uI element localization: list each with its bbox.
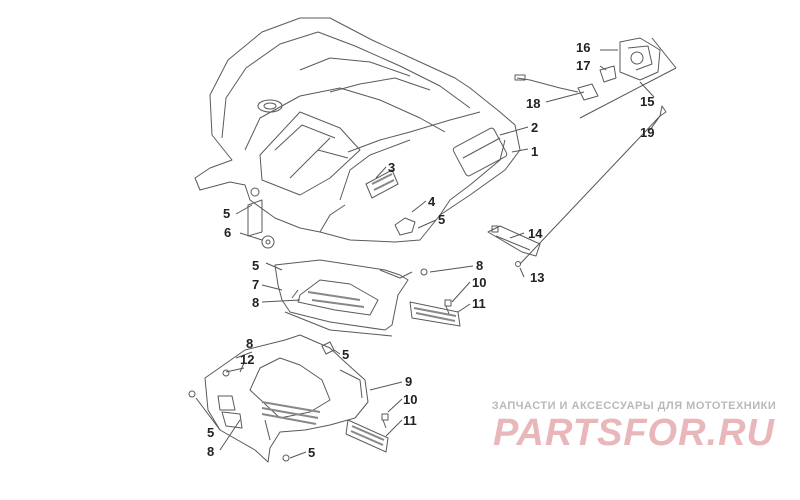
callout-5c: 5 xyxy=(252,258,259,273)
callout-10a: 10 xyxy=(472,275,486,290)
callout-11b: 11 xyxy=(403,413,417,428)
fasteners xyxy=(188,235,521,462)
callout-6: 6 xyxy=(224,225,231,240)
callout-17: 17 xyxy=(576,58,590,73)
tail-light-assembly xyxy=(514,37,667,117)
callout-19: 19 xyxy=(640,125,654,140)
callout-8b: 8 xyxy=(252,295,259,310)
callout-15: 15 xyxy=(640,94,654,109)
leader-lines xyxy=(195,37,677,459)
callout-3: 3 xyxy=(388,160,395,175)
step-board-lower xyxy=(345,419,389,453)
bracket xyxy=(487,225,541,257)
rear-fender xyxy=(194,17,521,243)
callout-5b: 5 xyxy=(438,212,445,227)
callout-10b: 10 xyxy=(403,392,417,407)
footwell-panel xyxy=(274,259,413,337)
callout-5a: 5 xyxy=(223,206,230,221)
callout-1: 1 xyxy=(531,144,538,159)
watermark: ЗАПЧАСТИ И АКСЕССУАРЫ ДЛЯ МОТОТЕХНИКИ PA… xyxy=(478,400,790,454)
callout-8a: 8 xyxy=(476,258,483,273)
callout-7: 7 xyxy=(252,277,259,292)
callout-2: 2 xyxy=(531,120,538,135)
callout-9: 9 xyxy=(405,374,412,389)
callout-14: 14 xyxy=(528,226,543,241)
callout-4: 4 xyxy=(428,194,436,209)
step-board-upper xyxy=(409,301,461,327)
callout-8c: 8 xyxy=(246,336,253,351)
watermark-subtitle: ЗАПЧАСТИ И АКСЕССУАРЫ ДЛЯ МОТОТЕХНИКИ xyxy=(491,400,777,412)
watermark-logo: PARTSFOR.RU xyxy=(493,412,775,454)
lower-footwell xyxy=(204,334,369,463)
callout-8d: 8 xyxy=(207,444,214,459)
callout-5e: 5 xyxy=(207,425,214,440)
callout-labels: 1 2 3 4 5 5 5 5 5 5 6 7 8 8 8 8 9 10 10 … xyxy=(207,40,654,460)
callout-16: 16 xyxy=(576,40,590,55)
callout-5f: 5 xyxy=(308,445,315,460)
callout-13: 13 xyxy=(530,270,544,285)
callout-5d: 5 xyxy=(342,347,349,362)
callout-11a: 11 xyxy=(472,296,486,311)
callout-12: 12 xyxy=(240,352,254,367)
callout-18: 18 xyxy=(526,96,540,111)
